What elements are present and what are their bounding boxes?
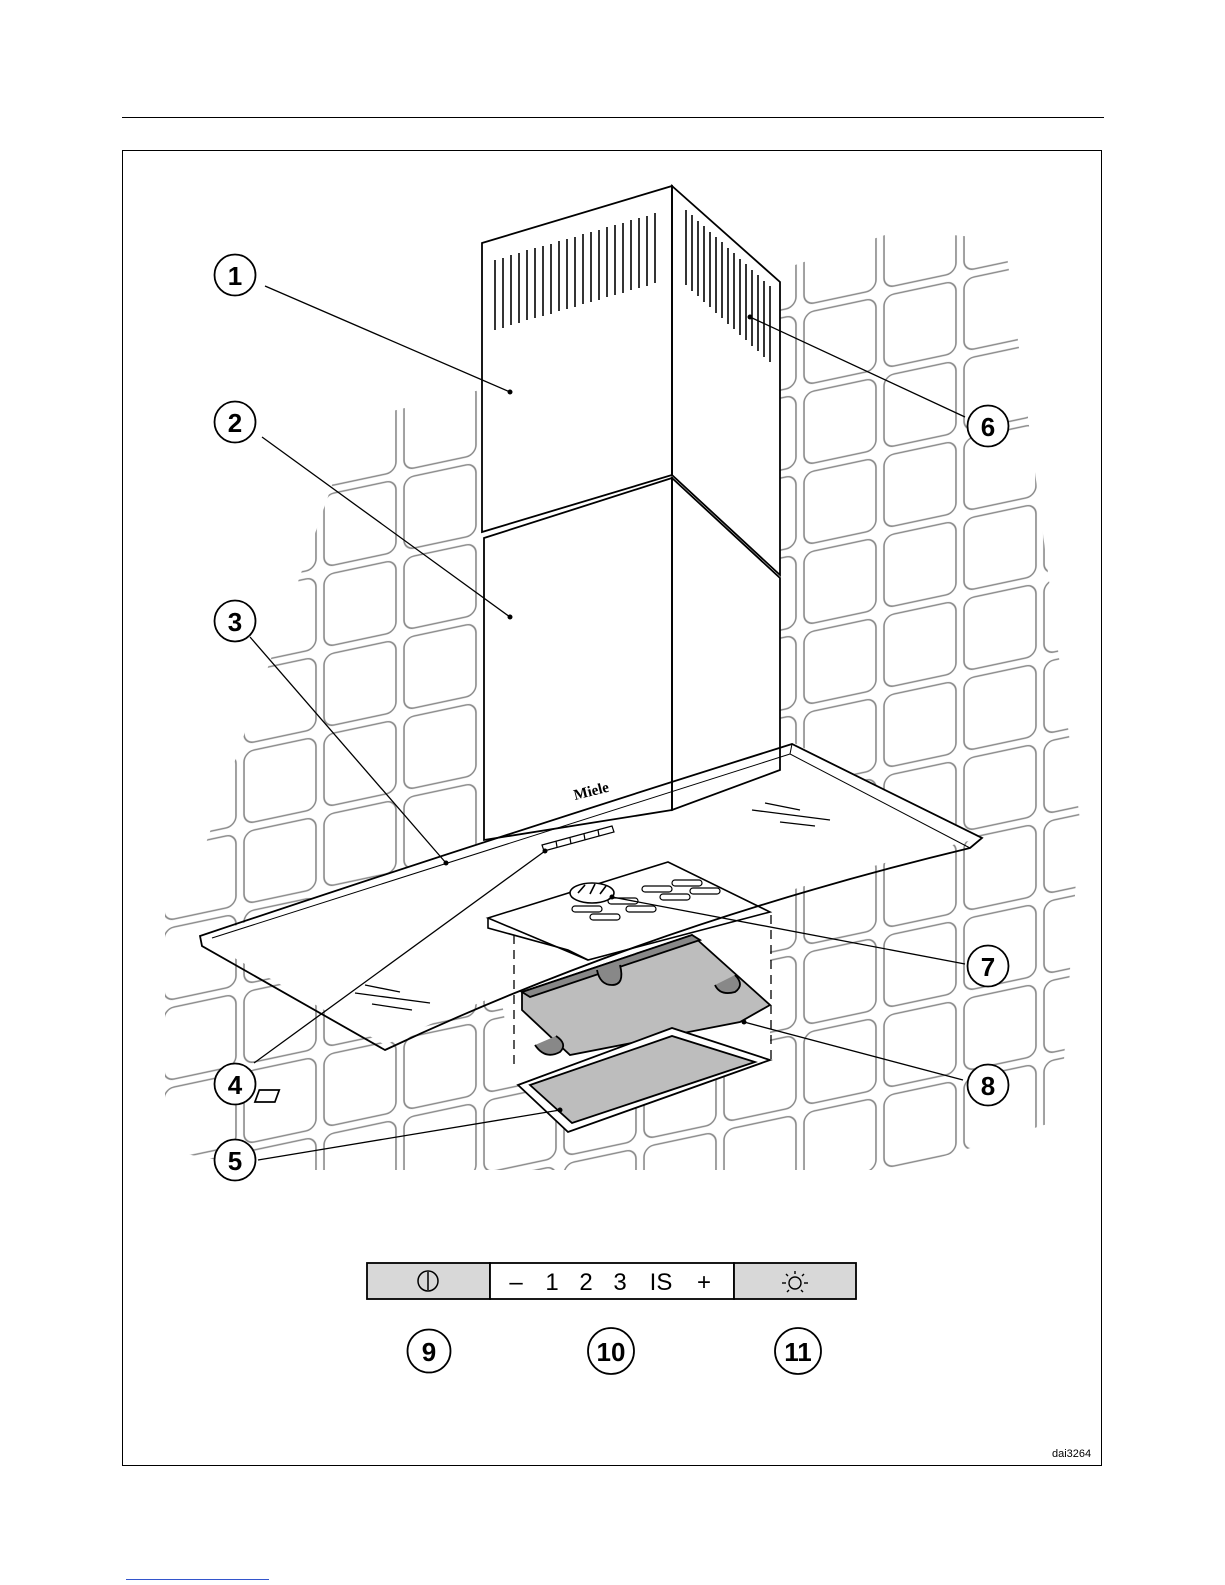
svg-text:7: 7 [981, 952, 995, 982]
light-button [734, 1263, 856, 1299]
callout-2: 2 [215, 402, 256, 443]
intensive-label: IS [650, 1269, 673, 1296]
callout-8: 8 [968, 1065, 1009, 1106]
callout-4: 4 [215, 1064, 256, 1105]
callout-6: 6 [968, 406, 1009, 447]
svg-text:6: 6 [981, 412, 995, 442]
callout-10: 10 [588, 1328, 634, 1374]
svg-text:5: 5 [228, 1146, 242, 1176]
svg-text:1: 1 [228, 261, 242, 291]
image-reference-code: dai3264 [1052, 1448, 1091, 1460]
fan-level-2: 2 [579, 1269, 592, 1296]
callout-5: 5 [215, 1140, 256, 1181]
fan-plus-label: + [697, 1269, 711, 1296]
fan-level-1: 1 [545, 1269, 558, 1296]
control-panel [367, 1263, 856, 1299]
svg-text:3: 3 [228, 607, 242, 637]
callout-11: 11 [775, 1328, 821, 1374]
svg-text:10: 10 [597, 1337, 626, 1367]
callout-1: 1 [215, 255, 256, 296]
fan-minus-label: – [509, 1269, 523, 1296]
svg-text:8: 8 [981, 1071, 995, 1101]
footer-link-underline[interactable] [126, 1579, 269, 1580]
svg-text:11: 11 [784, 1337, 812, 1367]
callout-7: 7 [968, 946, 1009, 987]
fan-level-3: 3 [613, 1269, 626, 1296]
svg-text:4: 4 [228, 1070, 243, 1100]
svg-text:2: 2 [228, 408, 242, 438]
callout-3: 3 [215, 601, 256, 642]
callout-9: 9 [408, 1330, 451, 1373]
svg-text:9: 9 [422, 1337, 436, 1367]
